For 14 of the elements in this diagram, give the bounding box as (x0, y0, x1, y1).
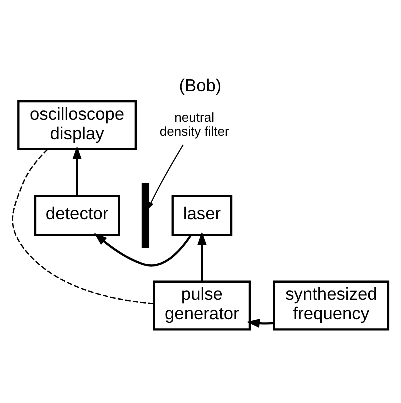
arrow (148, 144, 184, 210)
node-box: laser (172, 194, 233, 236)
node-box: synthesized frequency (273, 280, 390, 331)
node-bar (142, 183, 150, 248)
diagram-title: (Bob) (179, 76, 222, 96)
connector (12, 149, 154, 305)
arrow (198, 232, 207, 282)
node-text: neutral density filter (160, 110, 230, 139)
arrow (94, 233, 192, 267)
node-box: pulse generator (153, 280, 252, 331)
node-box: detector (34, 194, 120, 236)
arrow (246, 318, 274, 328)
arrow (72, 146, 82, 196)
node-box: oscilloscope display (18, 100, 138, 150)
